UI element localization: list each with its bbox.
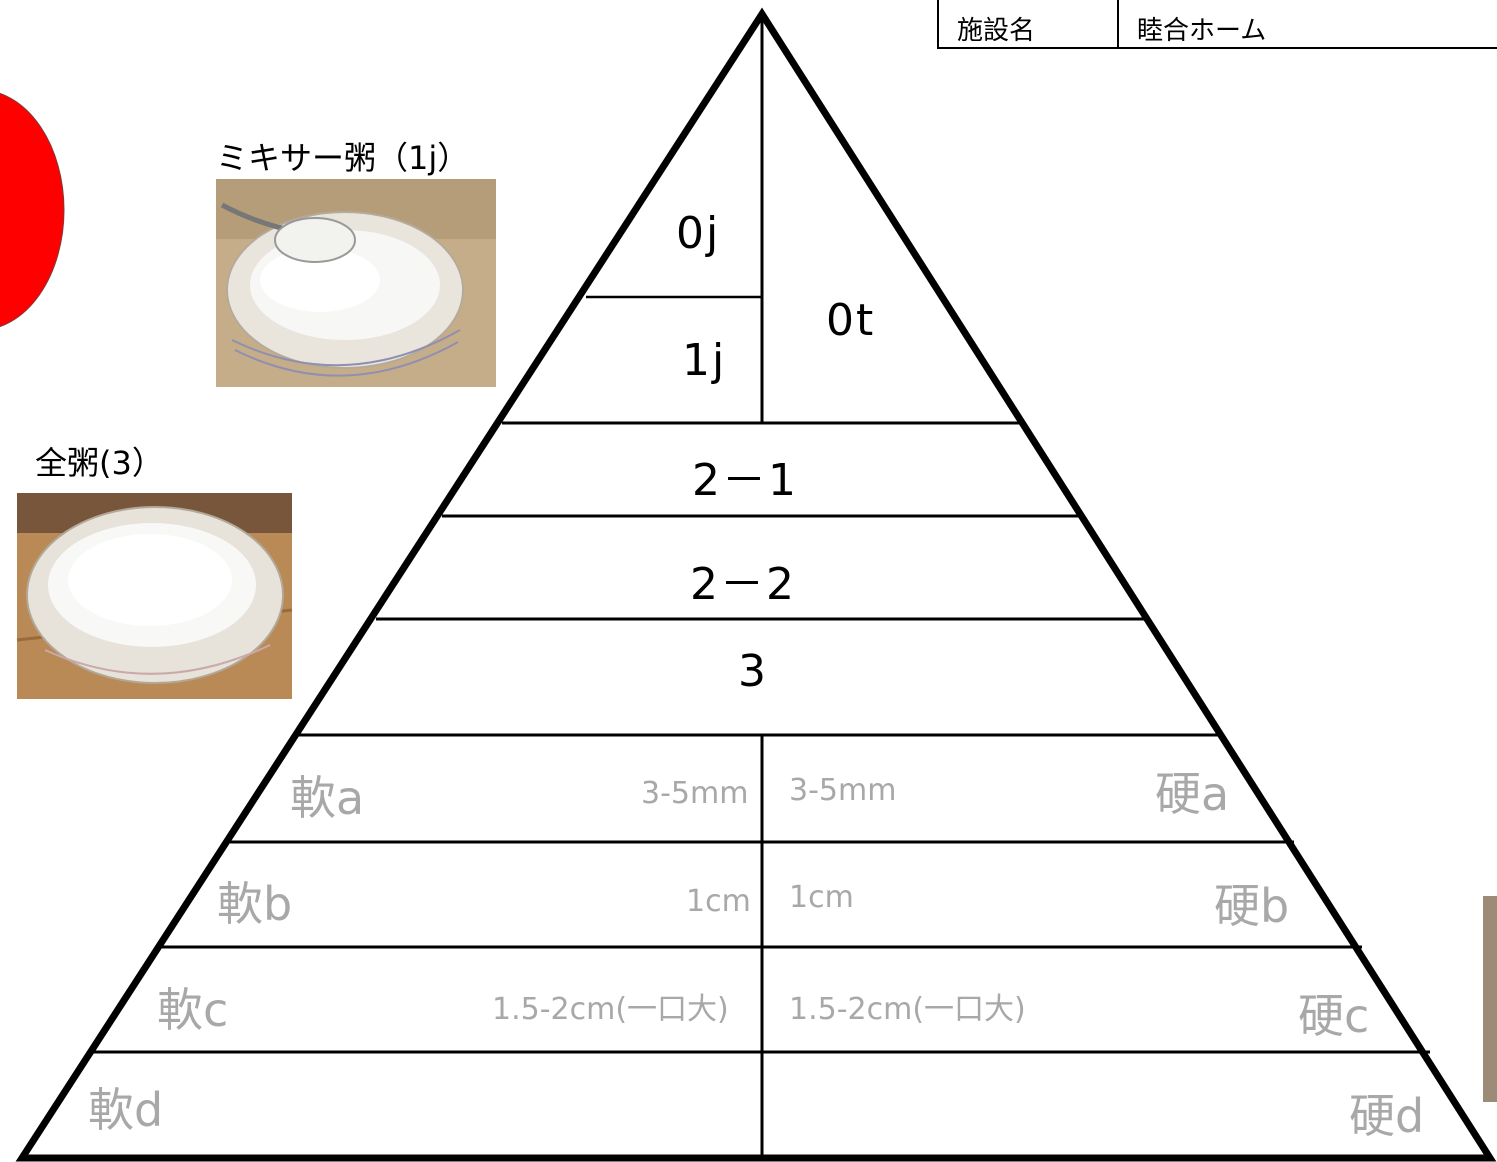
level-2-2: 2－2: [690, 559, 796, 610]
facility-table: 施設名 睦合ホーム: [937, 0, 1497, 49]
red-shape: [0, 92, 65, 328]
soft-b-size: 1cm: [686, 884, 751, 919]
photo-mixer-porridge: [216, 179, 496, 387]
photo-caption-mixer: ミキサー粥（1j）: [216, 139, 470, 177]
soft-b-label: 軟b: [217, 877, 293, 931]
hard-c-size: 1.5-2cm(一口大): [789, 992, 1026, 1027]
soft-d-label: 軟d: [88, 1083, 164, 1137]
photo-caption-whole: 全粥(3）: [35, 444, 164, 482]
hard-b-label: 硬b: [1214, 879, 1290, 933]
pyramid-outline: [15, 7, 1497, 1162]
facility-value: 睦合ホーム: [1117, 0, 1497, 49]
hard-a-label: 硬a: [1155, 767, 1230, 821]
facility-label: 施設名: [937, 0, 1119, 49]
hard-d-label: 硬d: [1349, 1089, 1425, 1143]
level-0t: 0t: [826, 295, 876, 346]
level-0j: 0j: [676, 208, 721, 259]
level-1j: 1j: [682, 335, 727, 386]
soft-c-size: 1.5-2cm(一口大): [492, 992, 729, 1027]
soft-a-size: 3-5mm: [641, 776, 749, 811]
hard-c-label: 硬c: [1298, 989, 1370, 1043]
soft-c-label: 軟c: [157, 983, 229, 1037]
level-3: 3: [738, 646, 768, 697]
hard-b-size: 1cm: [789, 880, 854, 915]
photo-whole-porridge: [16, 493, 293, 699]
right-edge-photo-fragment: [1483, 896, 1497, 1102]
soft-a-label: 軟a: [290, 771, 365, 825]
level-2-1: 2－1: [692, 455, 798, 506]
hard-a-size: 3-5mm: [789, 773, 897, 808]
